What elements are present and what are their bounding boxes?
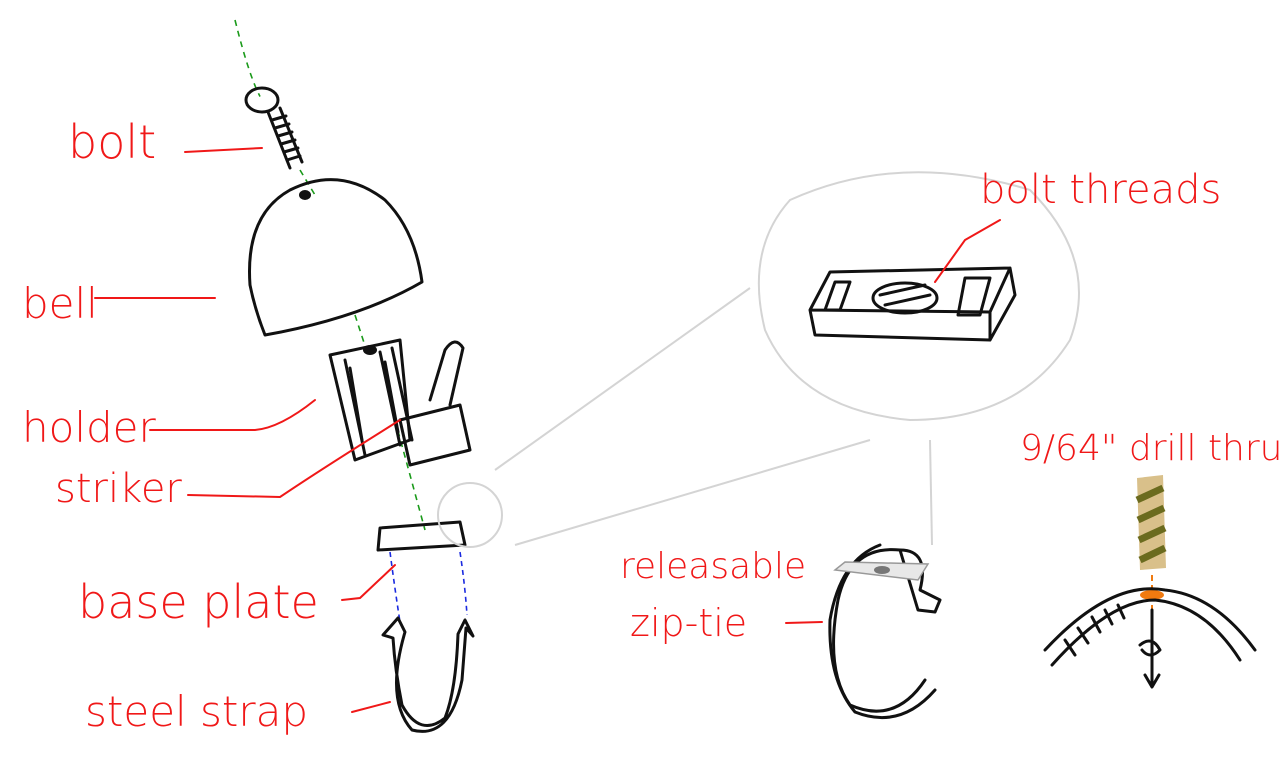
label-steel-strap: steel strap bbox=[85, 687, 308, 736]
label-zip-tie-line2: zip-tie bbox=[630, 601, 747, 645]
steel-strap-drawing bbox=[381, 616, 475, 733]
detail-callout bbox=[437, 171, 1080, 548]
leader-lines bbox=[94, 147, 1001, 713]
plate-detail-drawing bbox=[808, 266, 1017, 342]
bell-drawing bbox=[248, 178, 424, 337]
label-bell: bell bbox=[22, 279, 98, 328]
drill-bit-drawing bbox=[1043, 475, 1257, 689]
holder-drawing bbox=[328, 338, 472, 467]
label-bolt: bolt bbox=[68, 115, 156, 169]
strap-guide-lines bbox=[389, 551, 468, 623]
label-base-plate: base plate bbox=[78, 575, 319, 629]
base-plate-drawing bbox=[376, 520, 467, 552]
label-bolt-threads: bolt threads bbox=[980, 167, 1221, 213]
label-striker: striker bbox=[55, 466, 182, 512]
label-holder: holder bbox=[22, 403, 156, 452]
zip-tie-drawing bbox=[828, 543, 942, 720]
label-zip-tie-line1: releasable bbox=[620, 546, 806, 587]
bolt-drawing bbox=[244, 86, 304, 170]
label-drill-thru: 9/64" drill thru bbox=[1020, 428, 1280, 469]
